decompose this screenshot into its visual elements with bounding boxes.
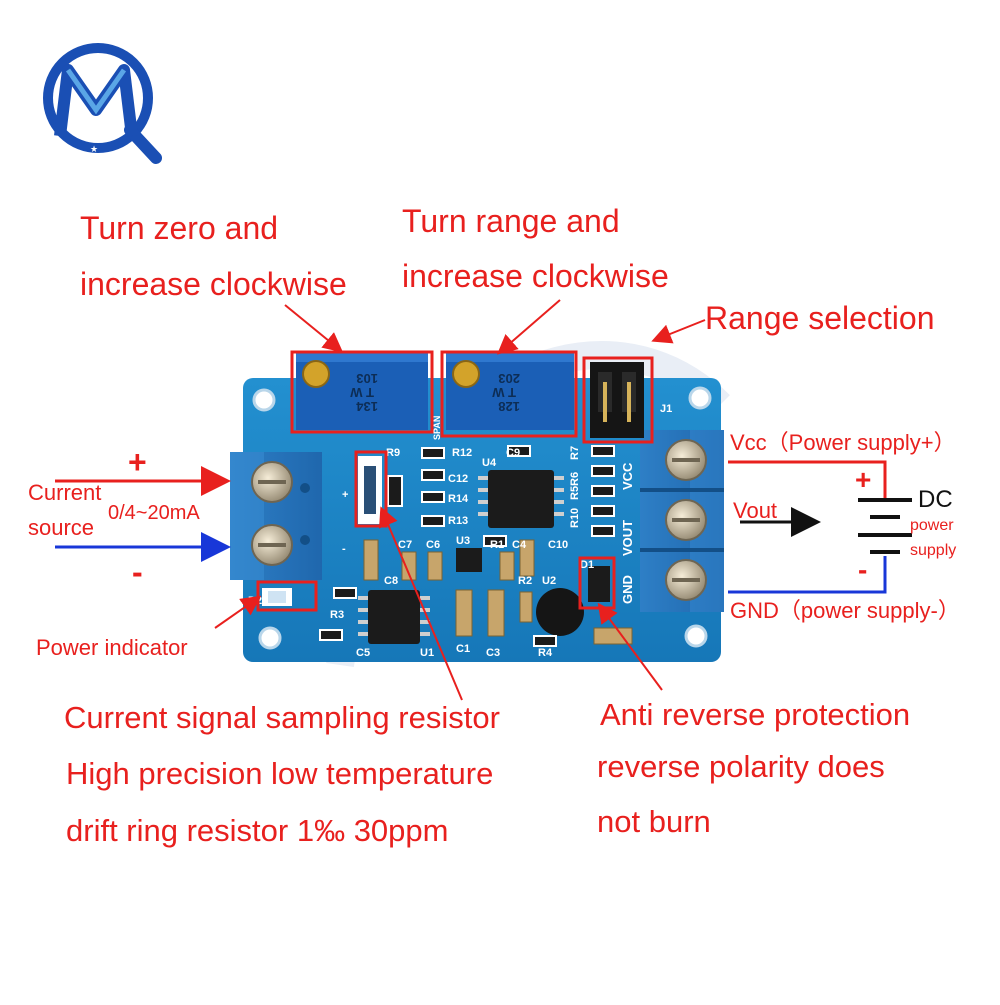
silk-u2: U2 (542, 575, 556, 587)
silk-c8: C8 (384, 575, 398, 587)
gnd-caption: GND（power supply-） (730, 598, 960, 623)
silk-span: SPAN (432, 416, 442, 440)
silk-minus: - (342, 543, 346, 555)
silk-c7: C7 (398, 539, 412, 551)
silk-r2: R2 (518, 575, 532, 587)
silk-r10: R10 (569, 508, 581, 528)
highlight-zero-pot (290, 350, 434, 434)
anti-reverse-line2: reverse polarity does (597, 749, 885, 784)
silk-r14: R14 (448, 493, 469, 505)
silk-u3: U3 (456, 535, 470, 547)
minus-right-sign: - (858, 554, 868, 585)
current-range: 0/4~20mA (108, 502, 200, 524)
span-pot-caption-line2: increase clockwise (402, 258, 669, 294)
sampling-caption-line2: High precision low temperature (66, 756, 494, 791)
silk-c10: C10 (548, 539, 568, 551)
silk-gnd: GND (620, 575, 635, 604)
silk-c3: C3 (486, 647, 500, 659)
highlight-sampling-resistor (354, 450, 388, 528)
silk-r4: R4 (538, 647, 553, 659)
silk-r13: R13 (448, 515, 468, 527)
silk-vcc: VCC (620, 462, 635, 490)
silk-r3: R3 (330, 609, 344, 621)
anti-reverse-line3: not burn (597, 804, 711, 839)
dc-caption: DC (918, 486, 953, 513)
zero-pot-caption-line1: Turn zero and (80, 210, 279, 246)
plus-left-sign: + (128, 444, 147, 480)
highlight-jumper (582, 356, 654, 444)
span-pot-caption-line1: Turn range and (402, 203, 620, 239)
zero-pot-caption-line2: increase clockwise (80, 266, 347, 302)
current-source-line1: Current (28, 480, 102, 505)
silk-u1: U1 (420, 647, 434, 659)
silk-c4: C4 (512, 539, 527, 551)
silk-c9: C9 (506, 447, 520, 459)
silk-r9: R9 (386, 447, 400, 459)
highlight-span-pot (440, 350, 578, 438)
pot1-marking-3: 103 (356, 371, 378, 386)
svg-text:★ ★: ★ ★ (84, 131, 107, 143)
silk-r5r6: R5R6 (569, 472, 581, 500)
silk-u4: U4 (482, 457, 497, 469)
power-indicator-caption: Power indicator (36, 635, 188, 660)
silk-c5: C5 (356, 647, 370, 659)
silk-c12: C12 (448, 473, 468, 485)
silk-r1: R1 (490, 539, 504, 551)
silk-plus: + (342, 489, 348, 501)
current-source-line2: source (28, 515, 95, 540)
pot1-marking-1: 134 (356, 399, 378, 414)
silk-c6: C6 (426, 539, 440, 551)
pot1-marking-2: T W (349, 385, 374, 400)
dc-power-caption: power (910, 517, 954, 534)
pot2-marking-2: T W (491, 385, 516, 400)
anti-reverse-line1: Anti reverse protection (600, 697, 911, 732)
sampling-caption-line1: Current signal sampling resistor (64, 700, 500, 735)
sampling-caption-line3: drift ring resistor 1‰ 30ppm (66, 813, 449, 848)
silk-r7: R7 (569, 446, 581, 460)
dc-supply-caption: supply (910, 542, 957, 559)
silk-j1: J1 (660, 403, 672, 415)
range-selection-caption: Range selection (705, 300, 935, 336)
highlight-power-led (256, 580, 318, 612)
pot2-marking-3: 203 (498, 371, 520, 386)
silk-c1: C1 (456, 643, 470, 655)
vcc-caption: Vcc（Power supply+） (730, 430, 956, 455)
highlight-diode (578, 556, 616, 610)
svg-text:★: ★ (90, 144, 98, 154)
silk-d1: D1 (580, 559, 594, 571)
pot2-marking-1: 128 (498, 399, 520, 414)
vout-caption: Vout (733, 498, 778, 523)
brand-logo: ★ ★ ★ (38, 40, 166, 164)
silk-vout: VOUT (620, 520, 635, 556)
silk-r12: R12 (452, 447, 472, 459)
minus-left-sign: - (132, 554, 143, 590)
plus-right-sign: + (855, 464, 872, 495)
